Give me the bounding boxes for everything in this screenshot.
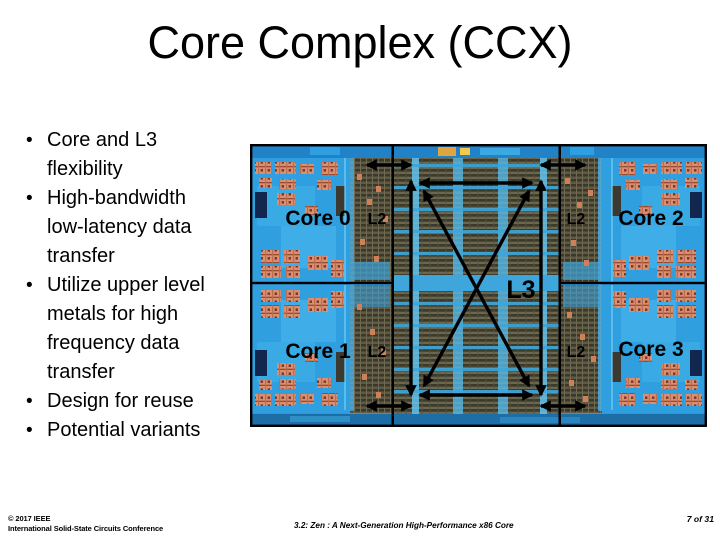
bullet-text: Core and L3 flexibility xyxy=(47,129,158,180)
label-core-0: Core 0 xyxy=(285,207,351,230)
footer-copyright: © 2017 IEEE International Solid-State Ci… xyxy=(8,514,163,533)
bullet-text: Utilize upper level metals for high freq… xyxy=(47,274,205,383)
label-l2-top-left: L2 xyxy=(367,211,387,228)
label-core-2: Core 2 xyxy=(618,207,684,230)
bullet-item-0: • Core and L3 flexibility xyxy=(20,126,245,184)
bullet-marker: • xyxy=(26,130,33,151)
ccx-die-figure: Core 0 L2 Core 2 L2 Core 1 L2 Core 3 L2 … xyxy=(250,144,707,427)
bullet-item-3: • Design for reuse xyxy=(20,387,245,416)
bullet-text: Design for reuse xyxy=(47,390,194,412)
arrow-l3-diagonal-b xyxy=(422,189,531,388)
label-l3: L3 xyxy=(506,276,536,304)
bullet-marker: • xyxy=(26,420,33,441)
bullet-item-4: • Potential variants xyxy=(20,416,245,445)
bullet-marker: • xyxy=(26,391,33,412)
footer-session-title: 3.2: Zen : A Next-Generation High-Perfor… xyxy=(294,521,514,530)
bullet-text: Potential variants xyxy=(47,419,201,441)
label-l2-bottom-left: L2 xyxy=(367,344,387,361)
footer-copyright-line2: International Solid-State Circuits Confe… xyxy=(8,523,164,533)
bullet-item-1: • High-bandwidth low-latency data transfe… xyxy=(20,184,245,271)
label-l2-bottom-right: L2 xyxy=(566,344,586,361)
bullet-item-2: • Utilize upper level metals for high fre… xyxy=(20,271,245,387)
label-core-1: Core 1 xyxy=(285,340,351,363)
bandwidth-arrows xyxy=(365,159,587,412)
label-l2-top-right: L2 xyxy=(566,211,586,228)
footer-copyright-line1: © 2017 IEEE xyxy=(8,514,51,523)
bullet-marker: • xyxy=(26,275,33,296)
footer-page-number: 7 of 31 xyxy=(686,514,714,524)
bullet-list: • Core and L3 flexibility • High-bandwidth … xyxy=(20,126,245,445)
bullet-marker: • xyxy=(26,188,33,209)
bullet-text: High-bandwidth low-latency data transfer xyxy=(47,187,192,267)
label-core-3: Core 3 xyxy=(618,338,684,361)
slide-title: Core Complex (CCX) xyxy=(147,17,573,68)
